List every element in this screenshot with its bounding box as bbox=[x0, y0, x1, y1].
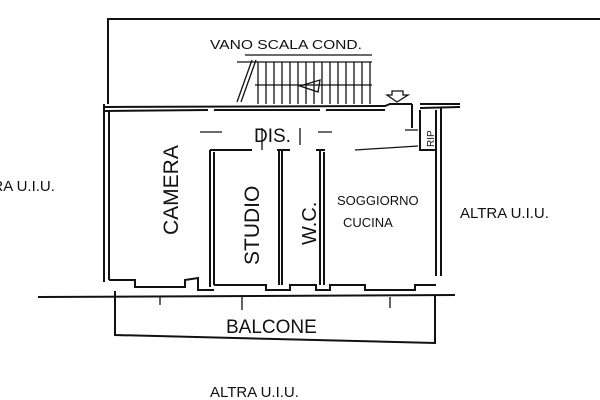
label-living-line2: CUCINA bbox=[343, 215, 393, 230]
label-living-line1: SOGGIORNO bbox=[337, 193, 419, 208]
stair-treads bbox=[257, 62, 371, 104]
label-other-unit-bottom: ALTRA U.I.U. bbox=[210, 384, 299, 400]
label-study: STUDIO bbox=[241, 186, 264, 265]
label-storage: RIP bbox=[426, 130, 437, 147]
label-other-unit-left: ALTRA U.I.U. bbox=[0, 178, 55, 195]
label-bedroom: CAMERA bbox=[160, 145, 183, 235]
entrance-arrow-down-icon bbox=[384, 90, 411, 103]
label-bathroom: W.C. bbox=[299, 202, 321, 245]
stair-direction-arrow-icon bbox=[297, 79, 321, 93]
label-hallway: DIS. bbox=[254, 126, 291, 147]
stairs bbox=[236, 54, 372, 104]
walls bbox=[37, 18, 600, 345]
label-other-unit-right: ALTRA U.I.U. bbox=[460, 205, 549, 222]
label-balcony: BALCONE bbox=[226, 317, 317, 338]
label-stairwell: VANO SCALA COND. bbox=[210, 37, 362, 52]
